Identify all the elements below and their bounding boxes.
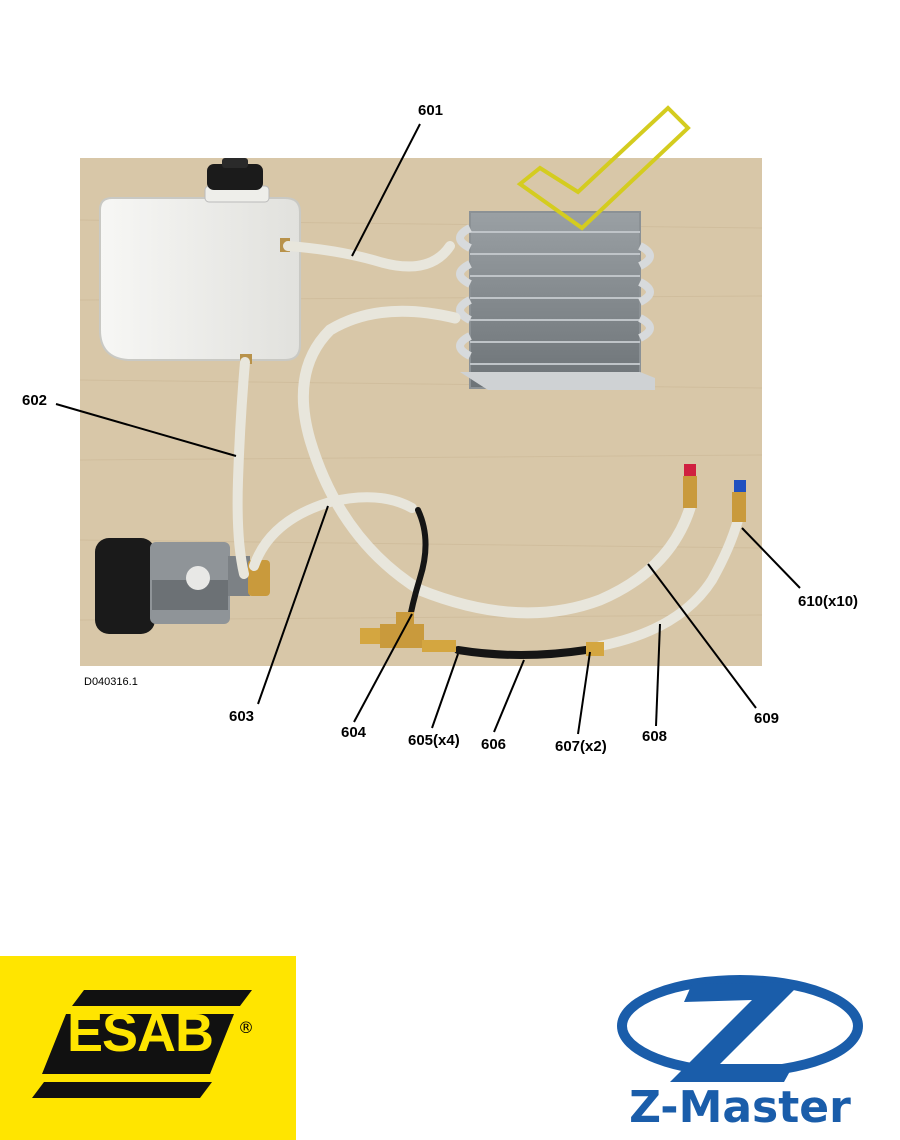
figure-code: D040316.1 [84, 676, 138, 688]
hose-602 [232, 357, 250, 579]
hoses [232, 241, 743, 659]
fittings [360, 464, 746, 656]
callout-610: 610(x10) [798, 593, 859, 610]
esab-logo [0, 956, 296, 1140]
leader-lines [55, 123, 801, 735]
zmaster-logo-icon [617, 975, 863, 1082]
callout-601: 601 [418, 102, 444, 119]
radiator [456, 211, 655, 390]
hose-606 [454, 646, 590, 659]
callout-603: 603 [229, 708, 255, 725]
hose-608 [595, 515, 743, 651]
callout-607: 607(x2) [555, 738, 607, 755]
checkmark-outline [516, 105, 691, 231]
registered-mark: ® [238, 1018, 254, 1037]
callout-606: 606 [481, 736, 507, 753]
callout-604: 604 [341, 724, 367, 741]
reservoir-tank [99, 158, 301, 364]
zmaster-logo-text: Z-Master [629, 1082, 851, 1133]
cooling-unit-photo [55, 105, 801, 735]
callout-605: 605(x4) [408, 732, 460, 749]
hose-609 [297, 305, 696, 619]
pump [95, 538, 270, 634]
callout-609: 609 [754, 710, 780, 727]
hose-601 [283, 241, 455, 272]
callout-608: 608 [642, 728, 668, 745]
esab-logo-text: ESAB [66, 1003, 214, 1063]
callout-602: 602 [22, 392, 48, 409]
